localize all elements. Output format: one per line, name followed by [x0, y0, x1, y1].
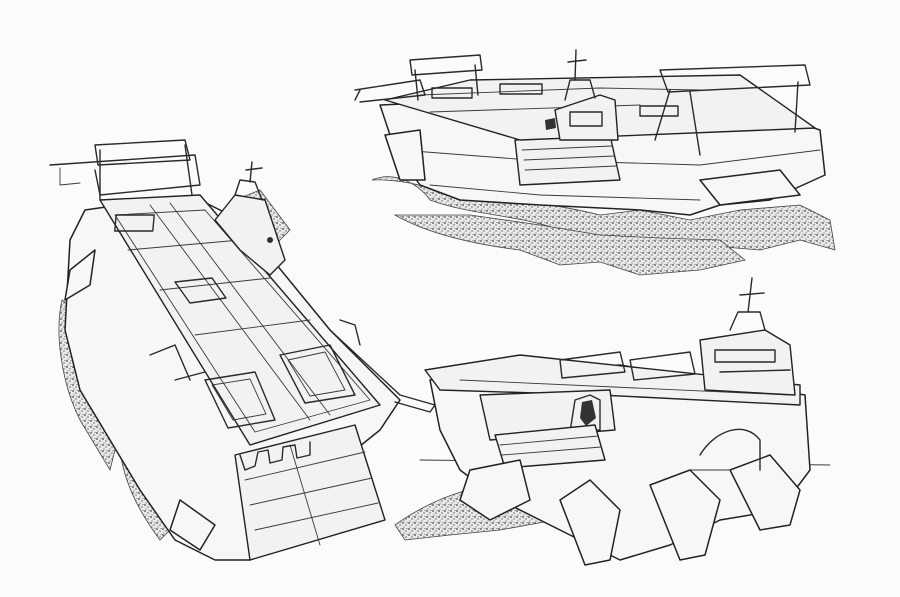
side-perspective-ship-drawing	[354, 49, 836, 276]
top-perspective-ship-drawing	[49, 139, 436, 561]
low-perspective-ship-drawing	[394, 277, 831, 566]
